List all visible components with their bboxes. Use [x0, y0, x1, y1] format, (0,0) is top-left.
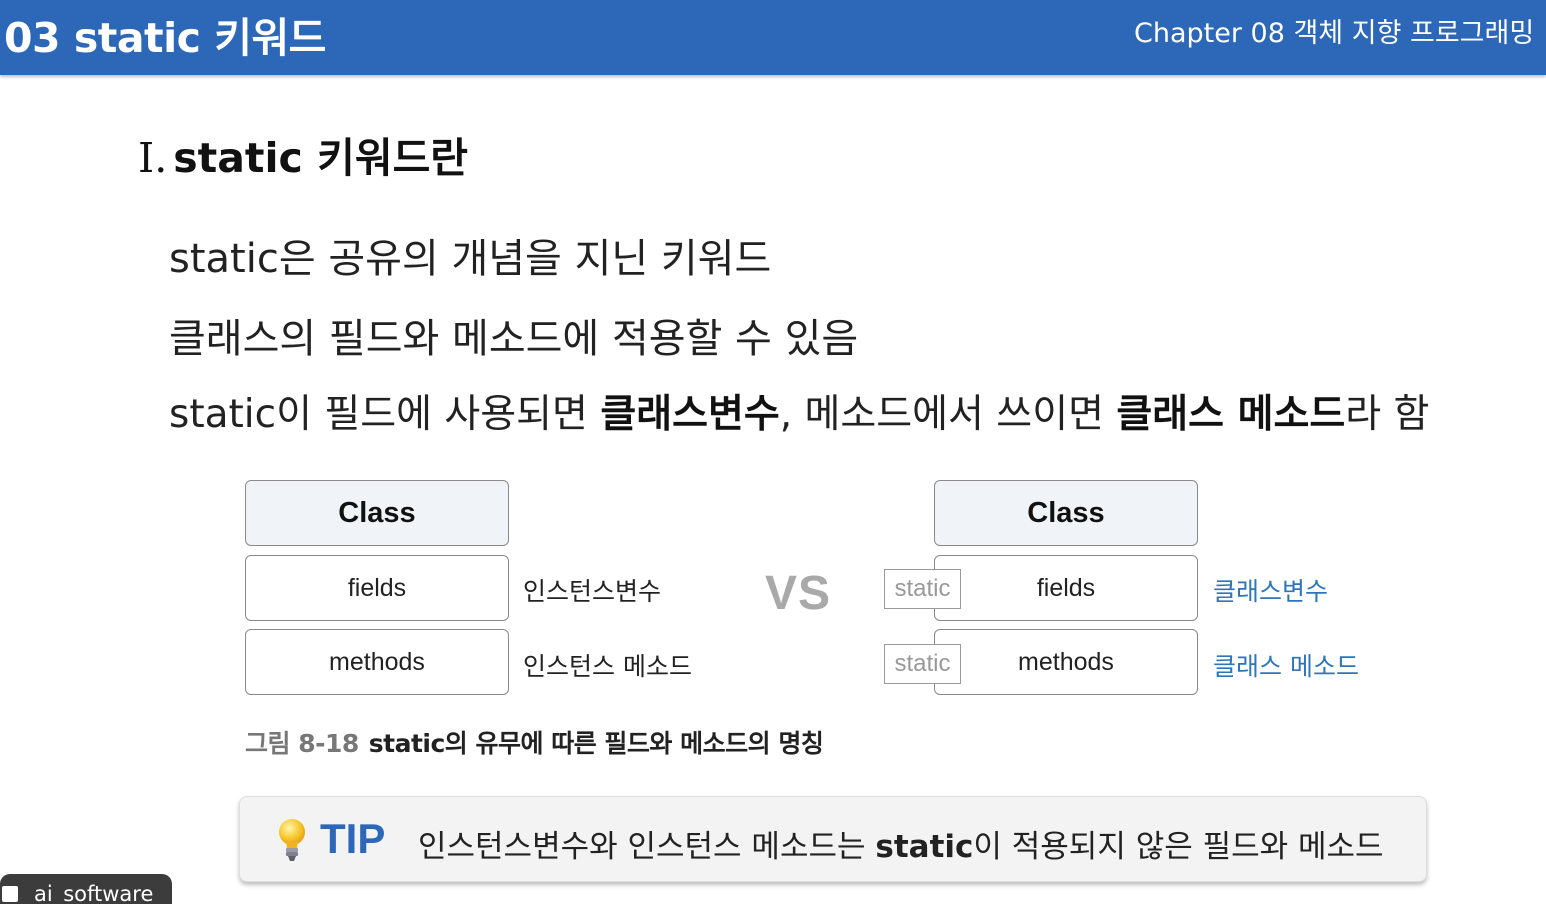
chapter-title: Chapter 08 객체 지향 프로그래밍 — [1134, 18, 1535, 49]
tip-box: TIP 인스턴스변수와 인스턴스 메소드는 static이 적용되지 않은 필드… — [239, 796, 1427, 882]
footer-tab[interactable]: ai_software — [0, 874, 172, 906]
section-heading: Ⅰ.static 키워드란 — [138, 124, 468, 184]
vs-label: VS — [765, 567, 832, 620]
left-class-header: Class — [245, 480, 509, 546]
slide-title: 03 static 키워드 — [4, 14, 326, 62]
right-fields-box: fields — [934, 555, 1198, 621]
class-variable-label: 클래스변수 — [1213, 577, 1329, 606]
section-number: Ⅰ. — [138, 134, 168, 182]
right-methods-box: methods — [934, 629, 1198, 695]
right-class-header: Class — [934, 480, 1198, 546]
class-variable-term: 클래스변수 — [600, 392, 780, 437]
lightbulb-icon — [276, 817, 308, 867]
tip-text: 인스턴스변수와 인스턴스 메소드는 static이 적용되지 않은 필드와 메소… — [418, 821, 1384, 866]
static-tag-methods: static — [884, 644, 961, 684]
figure-caption: 그림 8-18 static의 유무에 따른 필드와 메소드의 명칭 — [245, 724, 824, 760]
tip-text-static: static — [875, 829, 974, 865]
tip-text-part-c: 이 적용되지 않은 필드와 메소드 — [973, 829, 1384, 865]
bullet-line-2: 클래스의 필드와 메소드에 적용할 수 있음 — [169, 316, 859, 362]
tip-text-part-a: 인스턴스변수와 인스턴스 메소드는 — [418, 829, 876, 865]
instance-variable-label: 인스턴스변수 — [523, 577, 662, 606]
header-bar: 03 static 키워드 Chapter 08 객체 지향 프로그래밍 — [0, 0, 1546, 75]
class-method-label: 클래스 메소드 — [1213, 652, 1359, 681]
bullet-line-1: static은 공유의 개념을 지닌 키워드 — [169, 236, 772, 282]
footer-tab-text: ai_software — [34, 882, 154, 906]
figure-number: 그림 8-18 — [245, 729, 359, 758]
tip-label: TIP — [320, 815, 386, 862]
left-fields-box: fields — [245, 555, 509, 621]
footer-square-icon — [2, 886, 18, 902]
bullet-line-3-part-e: 라 함 — [1345, 392, 1430, 437]
bullet-line-3-part-c: , 메소드에서 쓰이면 — [779, 392, 1117, 437]
instance-method-label: 인스턴스 메소드 — [523, 652, 692, 681]
figure-caption-text: static의 유무에 따른 필드와 메소드의 명칭 — [368, 729, 824, 758]
bullet-line-3-part-a: static이 필드에 사용되면 — [169, 392, 601, 437]
static-tag-fields: static — [884, 569, 961, 609]
class-method-term: 클래스 메소드 — [1116, 392, 1346, 437]
left-methods-box: methods — [245, 629, 509, 695]
section-title-text: static 키워드란 — [173, 134, 469, 182]
bullet-line-3: static이 필드에 사용되면 클래스변수, 메소드에서 쓰이면 클래스 메소… — [169, 383, 1429, 439]
